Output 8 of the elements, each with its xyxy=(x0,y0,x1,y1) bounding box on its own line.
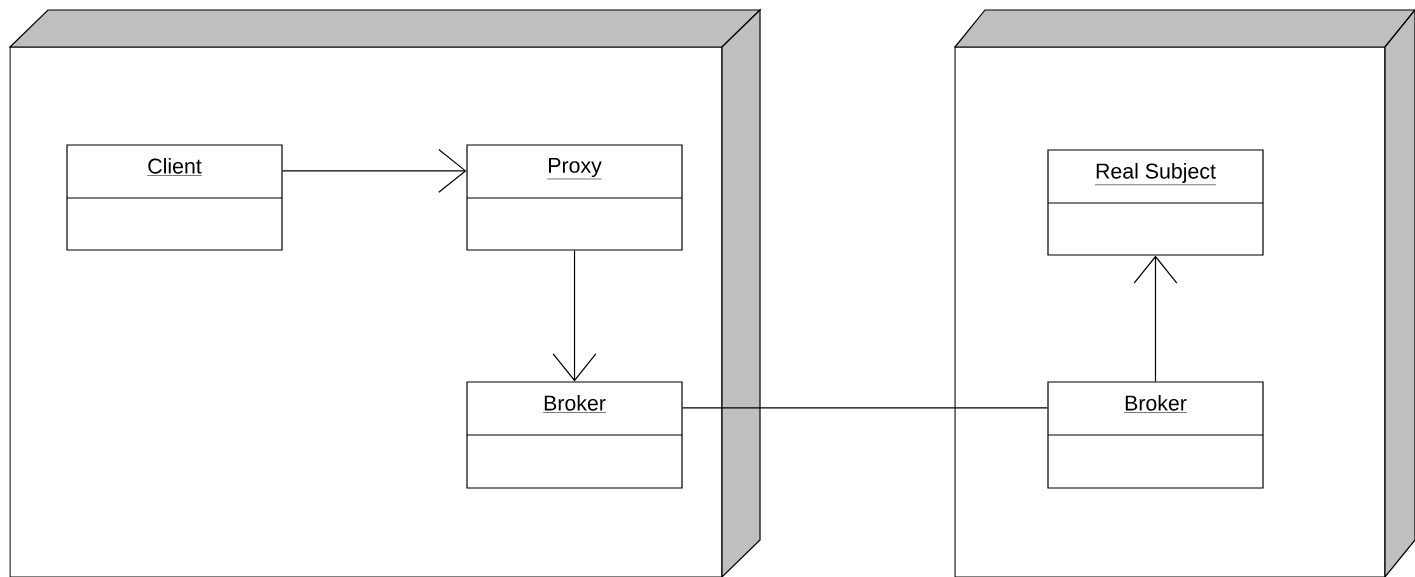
class-box: Proxy xyxy=(466,144,683,251)
association-arrow xyxy=(1133,255,1178,382)
class-box: Broker xyxy=(1047,381,1264,489)
class-box: Client xyxy=(66,144,283,251)
association-arrow xyxy=(552,250,597,382)
class-box: Broker xyxy=(466,381,683,489)
class-box: Real Subject xyxy=(1047,149,1264,256)
association-arrow xyxy=(282,148,467,193)
